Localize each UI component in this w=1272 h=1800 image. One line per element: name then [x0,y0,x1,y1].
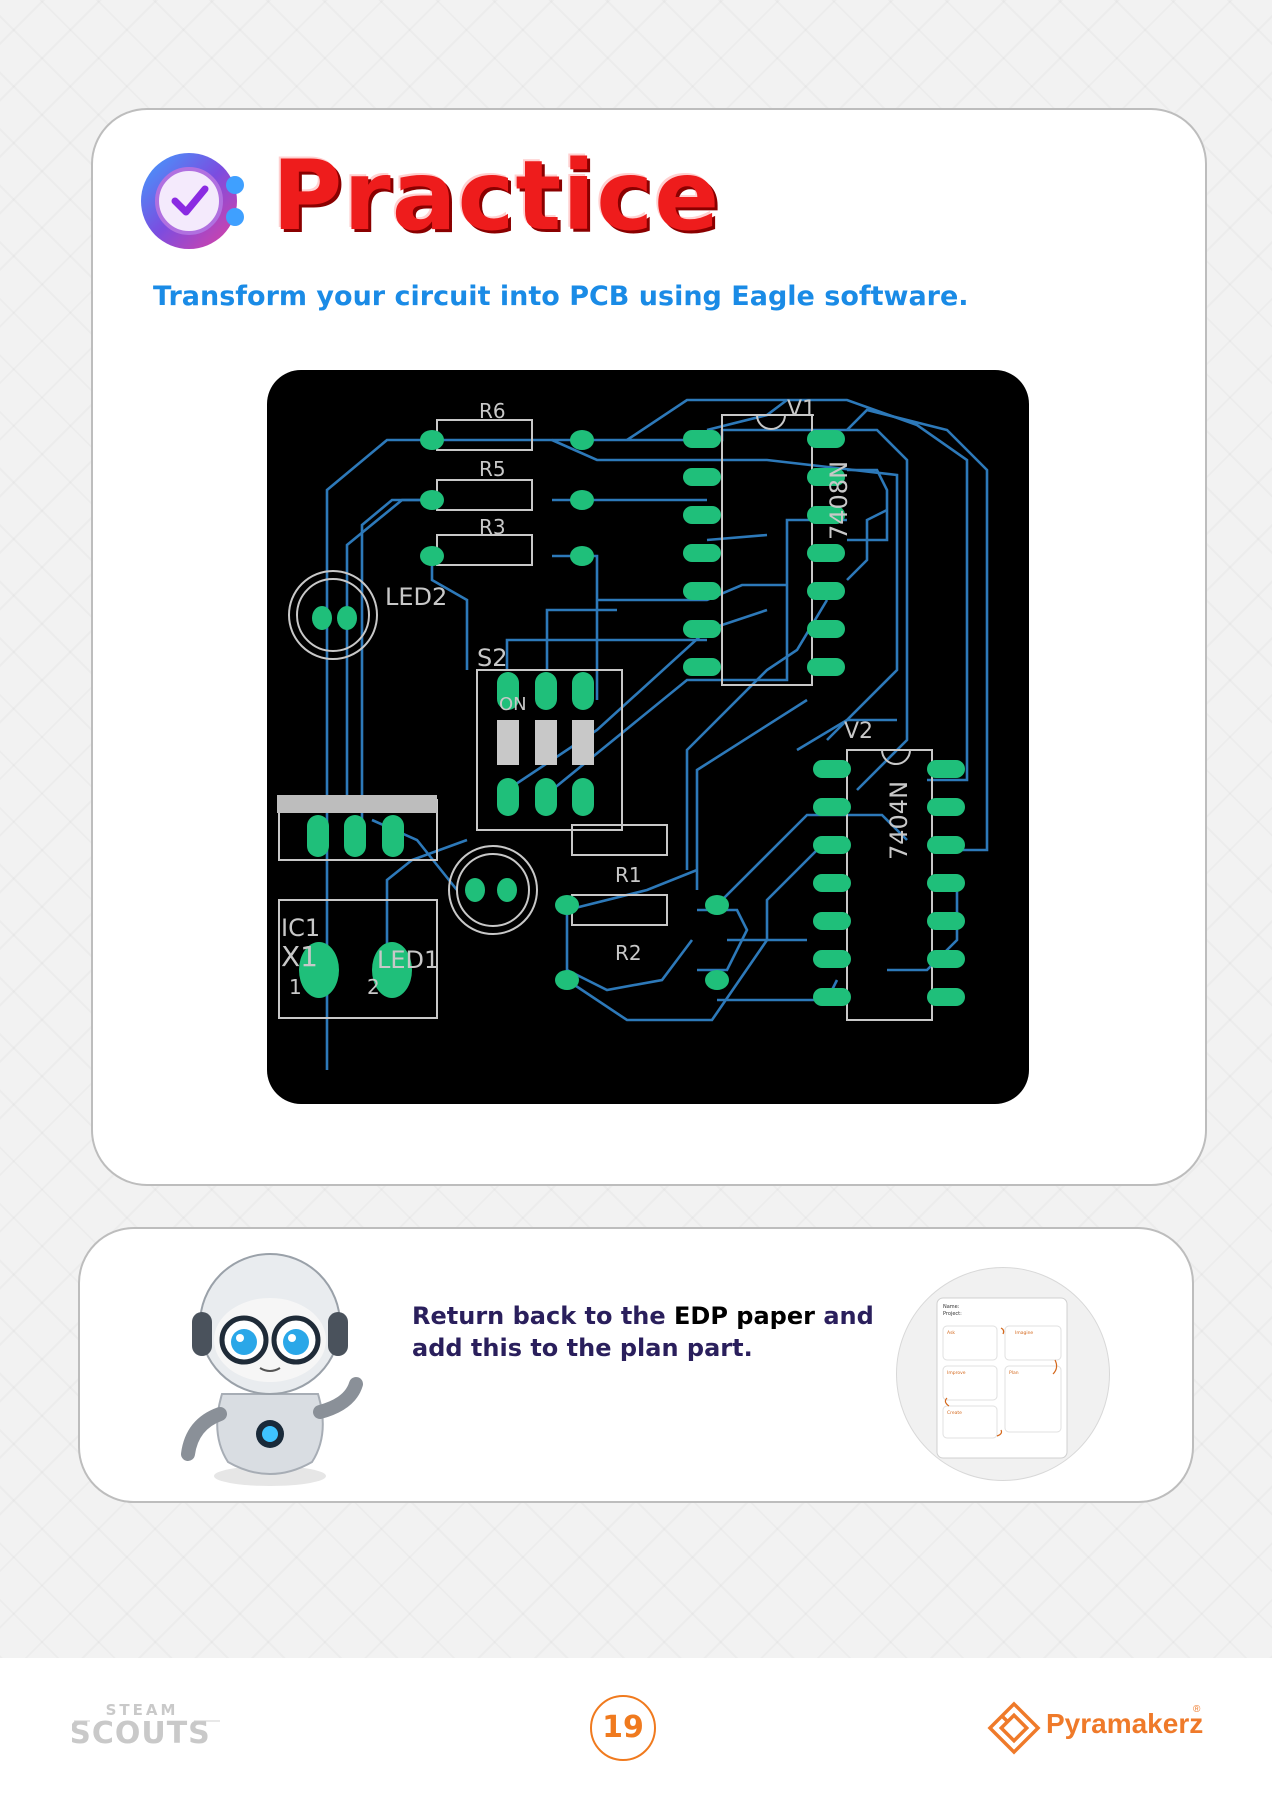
pcb-label-led1: LED1 [377,946,439,974]
pcb-label-ic1: IC1 [281,914,320,942]
pcb-label-v1: V1 [787,397,816,422]
note-text: Return back to the EDP paper and add thi… [412,1300,882,1364]
edp-improve-label: Improve [947,1370,966,1376]
pcb-label-r3: R3 [479,515,506,539]
pcb-label-pin1: 1 [289,975,302,999]
pcb-label-r2: R2 [615,941,642,965]
robot-mascot-image [181,1253,363,1486]
note-text-part3: and add this to the plan part. [412,1302,874,1362]
practice-clock-icon [141,153,244,249]
pcb-label-chip-7408n: 7408N [825,461,853,540]
edp-ask-label: Ask [947,1330,955,1336]
edp-name-label: Name: [943,1304,960,1310]
pcb-label-r5: R5 [479,457,506,481]
pyramakerz-logo-icon [987,1701,1041,1755]
brand-registered-mark: ® [1193,1704,1201,1715]
pcb-label-r1: R1 [615,863,642,887]
pcb-layout-image: R6 R5 R3 R1 R2 LED2 LED1 S2 ON IC1 X1 1 … [267,370,1029,1104]
note-text-part1: Return back to the [412,1302,675,1330]
edp-imagine-label: Imagine [1015,1330,1033,1336]
brand-name: Pyramakerz [1046,1708,1204,1739]
svg-text:STEAM: STEAM [106,1701,179,1719]
pcb-label-s2: S2 [477,644,508,672]
edp-project-label: Project: [943,1311,962,1317]
edp-plan-label: Plan [1009,1370,1019,1376]
pcb-label-led2: LED2 [385,583,447,611]
edp-create-label: Create [947,1410,962,1416]
svg-text:SCOUTS: SCOUTS [72,1716,211,1751]
pcb-label-x1: X1 [281,940,318,973]
practice-title: Practice [272,140,721,252]
pcb-label-r6: R6 [479,399,506,423]
note-edp-paper: EDP paper [674,1302,815,1330]
edp-paper-thumbnail: Name: Project: Ask Imagine Improve Plan … [896,1267,1110,1481]
pcb-label-on: ON [499,694,527,715]
pcb-label-v2: V2 [844,719,873,744]
pcb-label-pin2: 2 [367,975,380,999]
page-number: 19 [590,1695,656,1761]
steam-scouts-logo: STEAM SCOUTS [72,1701,220,1751]
pcb-label-chip-7404n: 7404N [885,781,913,860]
practice-instruction: Transform your circuit into PCB using Ea… [153,281,969,312]
